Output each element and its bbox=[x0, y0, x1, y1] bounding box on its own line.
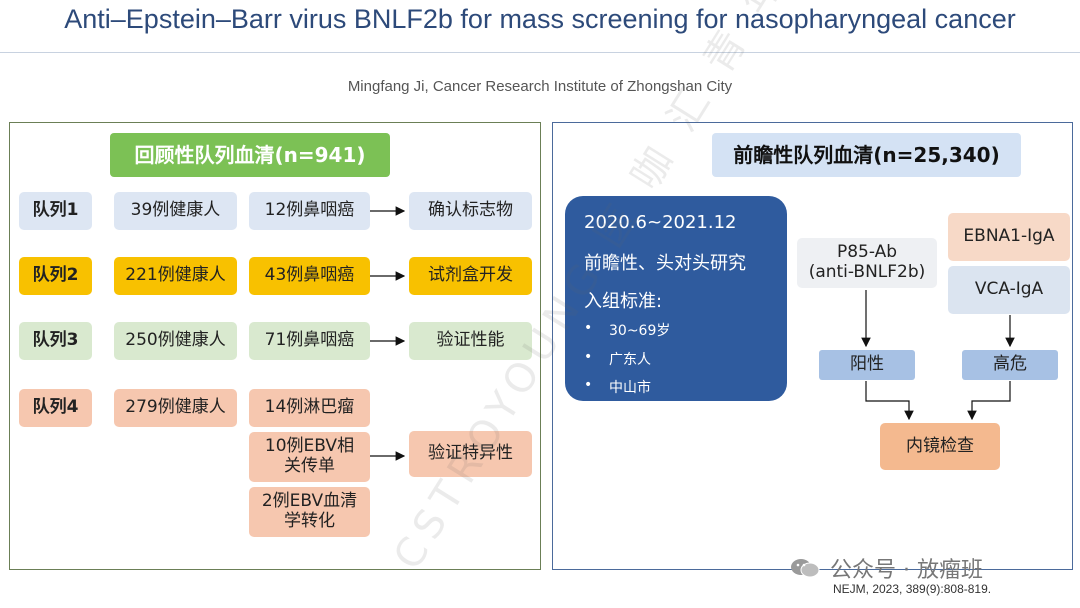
page-subtitle: Mingfang Ji, Cancer Research Institute o… bbox=[347, 78, 733, 95]
criteria-item-region: 广东人 bbox=[609, 352, 651, 368]
retrospective-heading: 回顾性队列血清(n=941) bbox=[110, 133, 390, 177]
cohort-3-cases: 71例鼻咽癌 bbox=[249, 322, 370, 360]
positive-box: 阳性 bbox=[819, 350, 915, 380]
cohort-2-label: 队列2 bbox=[19, 257, 92, 295]
brand-text: 公众号 · 放瘤班 bbox=[830, 558, 983, 583]
study-period: 2020.6~2021.12 bbox=[584, 212, 737, 233]
cohort-4-lymphoma: 14例淋巴瘤 bbox=[249, 389, 370, 427]
title-divider bbox=[0, 52, 1080, 53]
cohort-3-healthy: 250例健康人 bbox=[114, 322, 237, 360]
wechat-brand: 公众号 · 放瘤班 bbox=[790, 552, 983, 584]
p85-ab-line1: P85-Ab bbox=[836, 242, 898, 263]
citation: NEJM, 2023, 389(9):808-819. bbox=[833, 582, 992, 596]
cohort-1-purpose: 确认标志物 bbox=[409, 192, 532, 230]
cohort-1-label: 队列1 bbox=[19, 192, 92, 230]
criteria-item-city: 中山市 bbox=[609, 380, 651, 396]
cohort-4-healthy: 279例健康人 bbox=[114, 389, 237, 427]
vca-iga-box: VCA-IgA bbox=[948, 266, 1070, 314]
cohort-2-purpose: 试剂盒开发 bbox=[409, 257, 532, 295]
study-design: 前瞻性、头对头研究 bbox=[584, 253, 746, 274]
criteria-item-age: 30~69岁 bbox=[609, 323, 671, 339]
cohort-3-label: 队列3 bbox=[19, 322, 92, 360]
cohort-4-seroconversion-text: 2例EBV血清学转化 bbox=[261, 491, 358, 531]
page-title: Anti–Epstein–Barr virus BNLF2b for mass … bbox=[64, 4, 1016, 34]
criteria-title: 入组标准: bbox=[584, 291, 663, 312]
criteria-bullet: • bbox=[584, 320, 593, 336]
p85-ab-line2: (anti-BNLF2b) bbox=[808, 262, 926, 282]
cohort-4-label: 队列4 bbox=[19, 389, 92, 427]
cohort-1-healthy: 39例健康人 bbox=[114, 192, 237, 230]
p85-ab-box: P85-Ab (anti-BNLF2b) bbox=[797, 238, 937, 288]
cohort-2-healthy: 221例健康人 bbox=[114, 257, 237, 295]
cohort-4-ebv-im: 10例EBV相关传单 bbox=[249, 432, 370, 482]
criteria-bullet: • bbox=[584, 377, 593, 393]
study-design-card: 2020.6~2021.12 前瞻性、头对头研究 入组标准: • 30~69岁 … bbox=[565, 196, 787, 401]
endoscopy-box: 内镜检查 bbox=[880, 423, 1000, 470]
cohort-4-seroconversion: 2例EBV血清学转化 bbox=[249, 487, 370, 537]
cohort-4-ebv-im-text: 10例EBV相关传单 bbox=[264, 436, 355, 476]
wechat-icon bbox=[790, 557, 820, 579]
criteria-bullet: • bbox=[584, 349, 593, 365]
cohort-2-cases: 43例鼻咽癌 bbox=[249, 257, 370, 295]
ebna1-iga-box: EBNA1-IgA bbox=[948, 213, 1070, 261]
cohort-4-purpose: 验证特异性 bbox=[409, 431, 532, 477]
cohort-1-cases: 12例鼻咽癌 bbox=[249, 192, 370, 230]
high-risk-box: 高危 bbox=[962, 350, 1058, 380]
cohort-3-purpose: 验证性能 bbox=[409, 322, 532, 360]
prospective-heading: 前瞻性队列血清(n=25,340) bbox=[712, 133, 1021, 177]
